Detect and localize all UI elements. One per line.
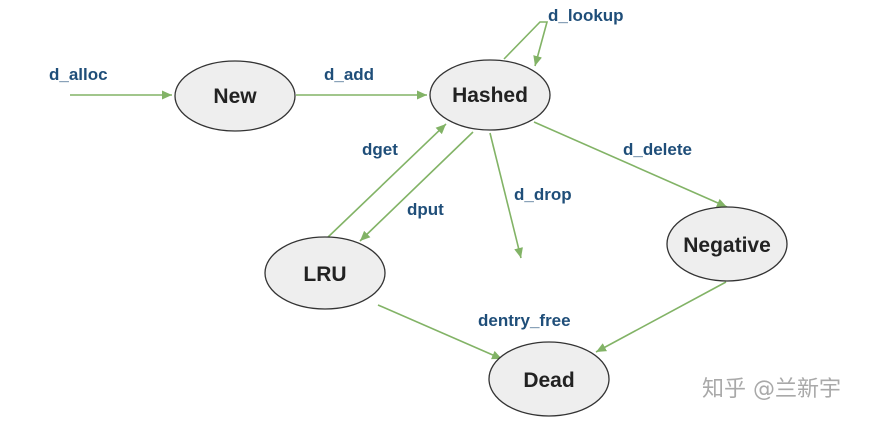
node-hashed-label: Hashed <box>452 84 528 107</box>
node-new-shape <box>174 60 296 132</box>
node-negative-label: Negative <box>683 234 771 257</box>
label-d-drop: d_drop <box>514 185 572 204</box>
edge-dget <box>325 123 447 240</box>
edge-dput <box>359 131 474 242</box>
node-dead: Dead <box>488 341 610 417</box>
node-new: New <box>174 60 296 132</box>
node-negative-shape <box>666 206 788 282</box>
label-dget: dget <box>362 140 398 159</box>
edge-lru-to-dead <box>377 304 503 360</box>
label-d-alloc: d_alloc <box>49 65 108 84</box>
node-hashed: Hashed <box>429 59 551 131</box>
edge-negative-to-dead <box>595 281 727 353</box>
edge-d-delete <box>533 121 728 208</box>
edge-d-drop <box>489 132 523 259</box>
edge-d-lookup <box>503 21 549 67</box>
node-negative: Negative <box>666 206 788 282</box>
node-dead-label: Dead <box>523 369 574 392</box>
label-dput: dput <box>407 200 444 219</box>
node-lru-shape <box>264 236 386 310</box>
label-dentry-free: dentry_free <box>478 311 571 330</box>
node-dead-shape <box>488 341 610 417</box>
edge-labels: d_alloc d_add d_lookup dget dput d_drop … <box>49 6 692 330</box>
node-hashed-shape <box>429 59 551 131</box>
label-d-add: d_add <box>324 65 374 84</box>
node-new-label: New <box>213 85 257 108</box>
watermark: 知乎 @兰新宇 <box>702 377 841 402</box>
label-d-delete: d_delete <box>623 140 692 159</box>
node-lru-label: LRU <box>303 263 346 286</box>
edges <box>70 21 728 360</box>
node-lru: LRU <box>264 236 386 310</box>
label-d-lookup: d_lookup <box>548 6 624 25</box>
